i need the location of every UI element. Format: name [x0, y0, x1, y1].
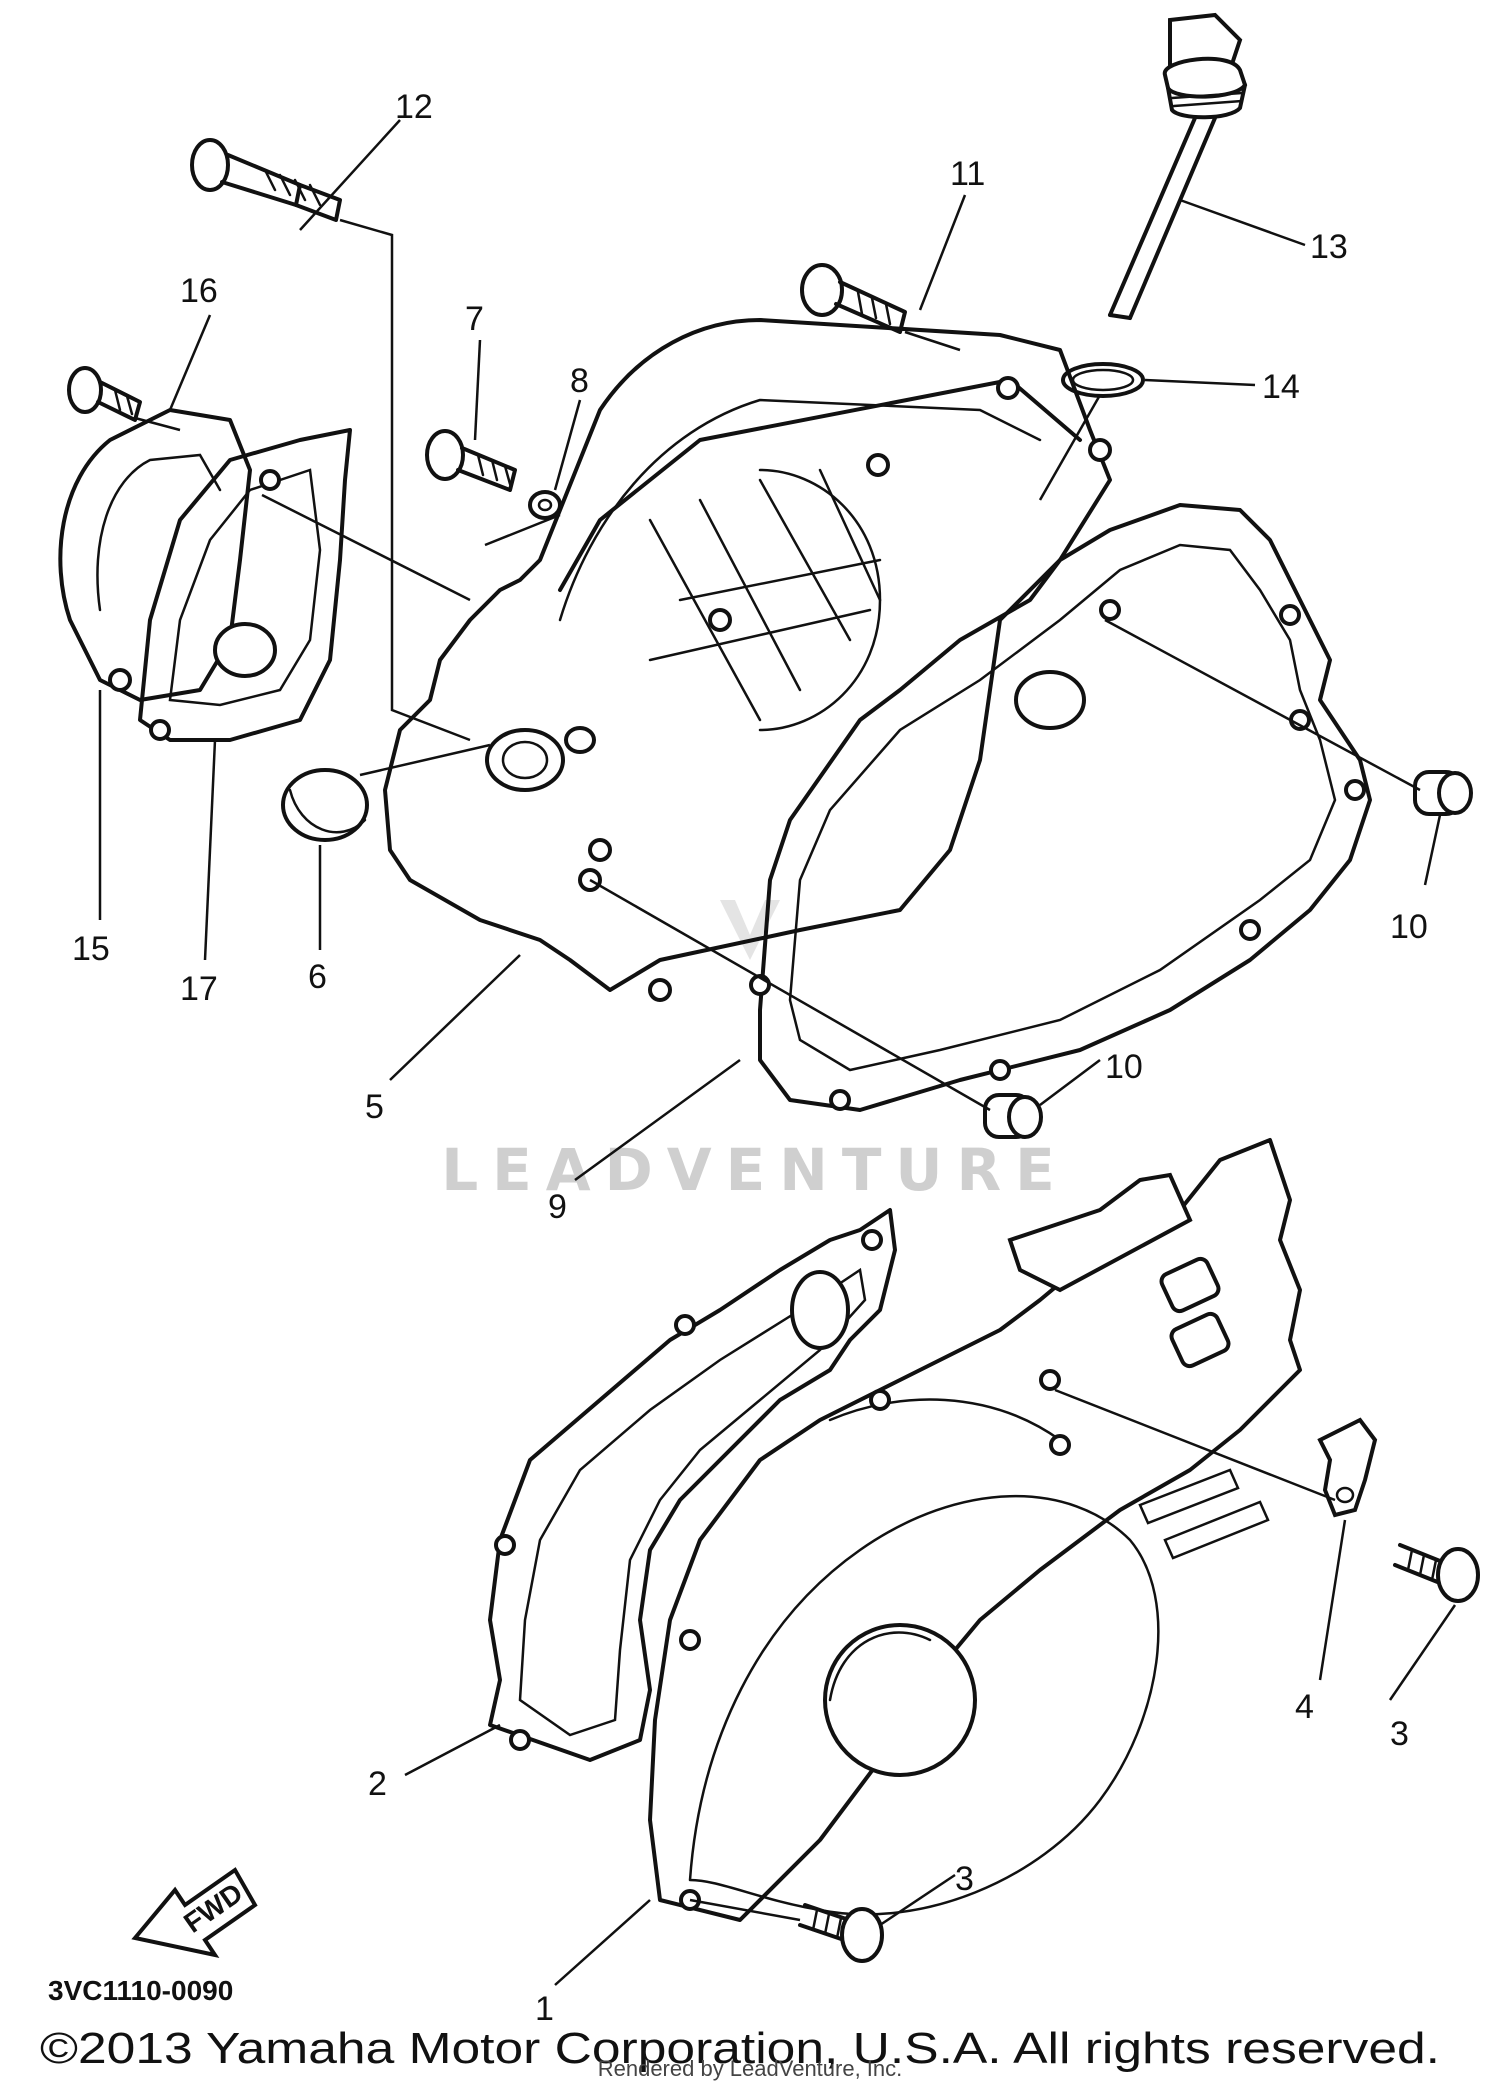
part-10-dowel-pin-right	[1413, 770, 1473, 816]
part-1-outer-cover	[648, 1138, 1302, 1922]
callout-2: 2	[368, 1765, 387, 1803]
callout-8: 8	[570, 362, 589, 400]
callout-3-right: 3	[1390, 1715, 1409, 1753]
fwd-arrow-icon: FWD	[131, 1867, 258, 1958]
callout-13: 13	[1310, 228, 1348, 266]
callout-11: 11	[950, 155, 985, 193]
part-6-plug	[281, 768, 369, 842]
part-5-crankcase-cover	[383, 318, 1112, 1002]
watermark-logo: LEADVENTURE	[441, 900, 1069, 1204]
part-16-bolt	[67, 366, 142, 422]
callout-5: 5	[365, 1088, 384, 1126]
part-8-washer	[528, 490, 562, 520]
part-3-bolt-lower	[798, 1903, 884, 1963]
part-3-bolt-right	[1393, 1543, 1480, 1603]
callout-14: 14	[1262, 368, 1300, 406]
callout-17: 17	[180, 970, 218, 1008]
callout-9: 9	[548, 1188, 567, 1226]
part-4-clamp	[1317, 1417, 1378, 1518]
callout-12: 12	[395, 88, 433, 126]
diagram-code: 3VC1110-0090	[48, 1975, 233, 2006]
copyright-notice: ©2013 Yamaha Motor Corporation, U.S.A. A…	[40, 2024, 1440, 2073]
assembly-lines-lower	[689, 1388, 1336, 1922]
callout-labels: 12 16 7 8 11 13 14 10 10 15 17 6 5 9 2 1…	[72, 88, 1428, 2028]
part-12-long-bolt	[190, 138, 342, 222]
rendered-by: Rendered by LeadVenture, Inc.	[598, 2056, 903, 2081]
part-11-bolt	[800, 263, 907, 334]
callout-4: 4	[1295, 1688, 1314, 1726]
part-14-o-ring	[1061, 362, 1145, 398]
callout-leaders	[98, 119, 1457, 1986]
part-9-gasket	[749, 503, 1372, 1112]
callout-10-right: 10	[1390, 908, 1428, 946]
assembly-lines-upper	[134, 218, 1421, 1112]
part-15-small-cover	[58, 408, 252, 702]
callout-3-lower: 3	[955, 1860, 974, 1898]
callout-7: 7	[465, 300, 484, 338]
callout-6: 6	[308, 958, 327, 996]
part-13-dipstick	[1108, 12, 1248, 320]
part-17-small-gasket	[138, 428, 352, 742]
callout-1: 1	[535, 1990, 554, 2028]
callout-16: 16	[180, 272, 218, 310]
part-10-dowel-pin-lower	[983, 1093, 1043, 1139]
callout-10-lower: 10	[1105, 1048, 1143, 1086]
part-2-gasket	[488, 1208, 897, 1762]
watermark-text: LEADVENTURE	[441, 1136, 1069, 1204]
callout-15: 15	[72, 930, 110, 968]
part-7-bolt	[425, 429, 517, 492]
